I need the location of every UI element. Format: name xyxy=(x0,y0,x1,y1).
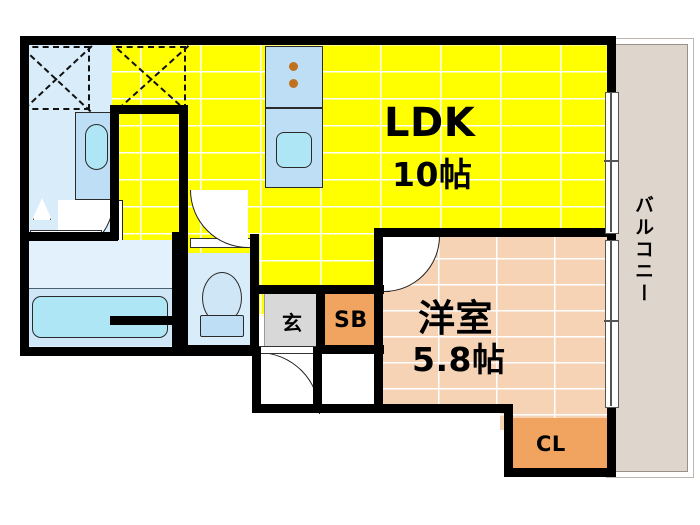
wall-closet-bottom xyxy=(504,468,616,477)
closet-area xyxy=(510,418,610,470)
wall-bath-top xyxy=(20,232,118,241)
wall-washroom-top xyxy=(110,105,188,114)
wall-bedroom-left-lower xyxy=(374,345,383,413)
kitchen-unit xyxy=(265,46,323,108)
wall-hall-left xyxy=(252,347,261,413)
shoebox-label: SB xyxy=(334,308,368,333)
wall-entry-right xyxy=(313,347,322,413)
wall-sb-left xyxy=(316,285,325,353)
wall-right-lower xyxy=(607,404,616,477)
bedroom-balcony-window[interactable] xyxy=(605,240,619,408)
wall-toilet-bottom xyxy=(179,345,259,354)
genkan-label: 玄 xyxy=(282,311,303,335)
wall-sb-bottom xyxy=(316,345,384,354)
wall-washroom-right xyxy=(110,105,119,240)
stove-burner xyxy=(289,79,298,88)
wall-genkan-top xyxy=(252,285,324,294)
wall-toilet-left xyxy=(179,105,188,353)
closet-label: CL xyxy=(536,432,566,456)
vanity-washbasin xyxy=(85,124,108,170)
genkan-floor xyxy=(264,291,320,349)
ldk-room-label: LDK xyxy=(384,100,476,146)
wall-bottom-hall xyxy=(252,404,322,413)
wall-top xyxy=(20,36,616,45)
wall-left xyxy=(20,36,29,356)
wall-bottom-left xyxy=(20,347,260,356)
wall-closet-left xyxy=(504,404,513,476)
balcony-label: バルコニー xyxy=(632,195,654,305)
wall-bedroom-step xyxy=(438,404,513,413)
wall-bath-right xyxy=(172,232,181,356)
bedroom-room-label: 洋室 xyxy=(418,297,493,340)
wall-toilet-right xyxy=(250,234,259,354)
wall-bedroom-top xyxy=(374,228,614,237)
wall-ldk-bottom xyxy=(110,316,182,325)
door-swing-mark xyxy=(32,198,52,220)
toilet-tank xyxy=(200,315,244,337)
kitchen-sink-unit xyxy=(265,108,323,188)
wall-bedroom-bottom xyxy=(313,404,513,413)
window-rail xyxy=(610,92,612,232)
entrance-door-leaf[interactable] xyxy=(258,346,320,354)
balcony-area xyxy=(612,44,688,472)
stove-burner xyxy=(289,62,298,71)
wall-right-upper xyxy=(607,36,616,94)
wall-sb-top xyxy=(316,285,384,294)
ldk-balcony-window[interactable] xyxy=(605,92,619,234)
wall-sb-right xyxy=(374,285,383,353)
wall-bedroom-left xyxy=(374,228,383,318)
ldk-size-label: 10帖 xyxy=(392,155,473,194)
kitchen-sink-basin xyxy=(276,132,312,168)
bedroom-size-label: 5.8帖 xyxy=(412,340,506,379)
window-rail xyxy=(610,240,612,406)
shoebox-area xyxy=(322,293,378,349)
